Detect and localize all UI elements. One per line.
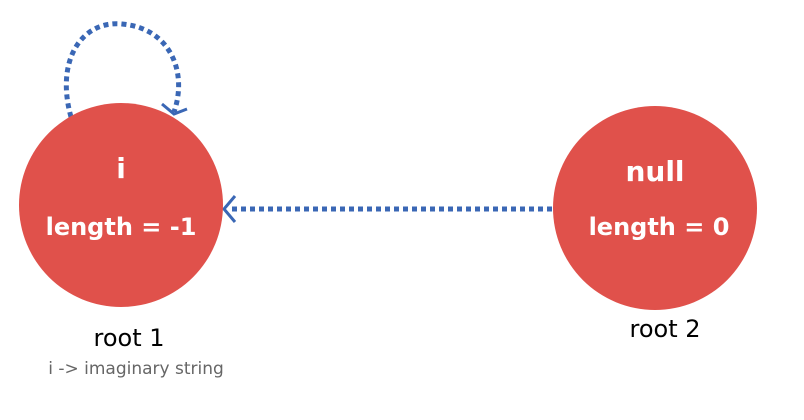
self-loop-arrowhead <box>161 102 188 116</box>
node-root-1-circle <box>19 103 223 307</box>
root-1-label: root 1 <box>93 324 164 352</box>
node-root-2: null length = 0 <box>553 106 757 310</box>
node-root-2-title: null <box>625 155 684 188</box>
node-root-2-length: length = 0 <box>589 213 730 241</box>
suffix-link-arrowhead <box>222 195 237 223</box>
self-loop-path <box>63 21 182 118</box>
self-loop-edge-root-1 <box>63 21 188 118</box>
node-root-1-length: length = -1 <box>46 213 197 241</box>
node-root-2-circle <box>553 106 757 310</box>
node-root-1-title: i <box>116 152 126 185</box>
root-1-note: i -> imaginary string <box>48 359 224 379</box>
node-root-1: i length = -1 <box>19 103 223 307</box>
suffix-link-edge <box>222 195 552 223</box>
root-2-label: root 2 <box>629 315 700 343</box>
